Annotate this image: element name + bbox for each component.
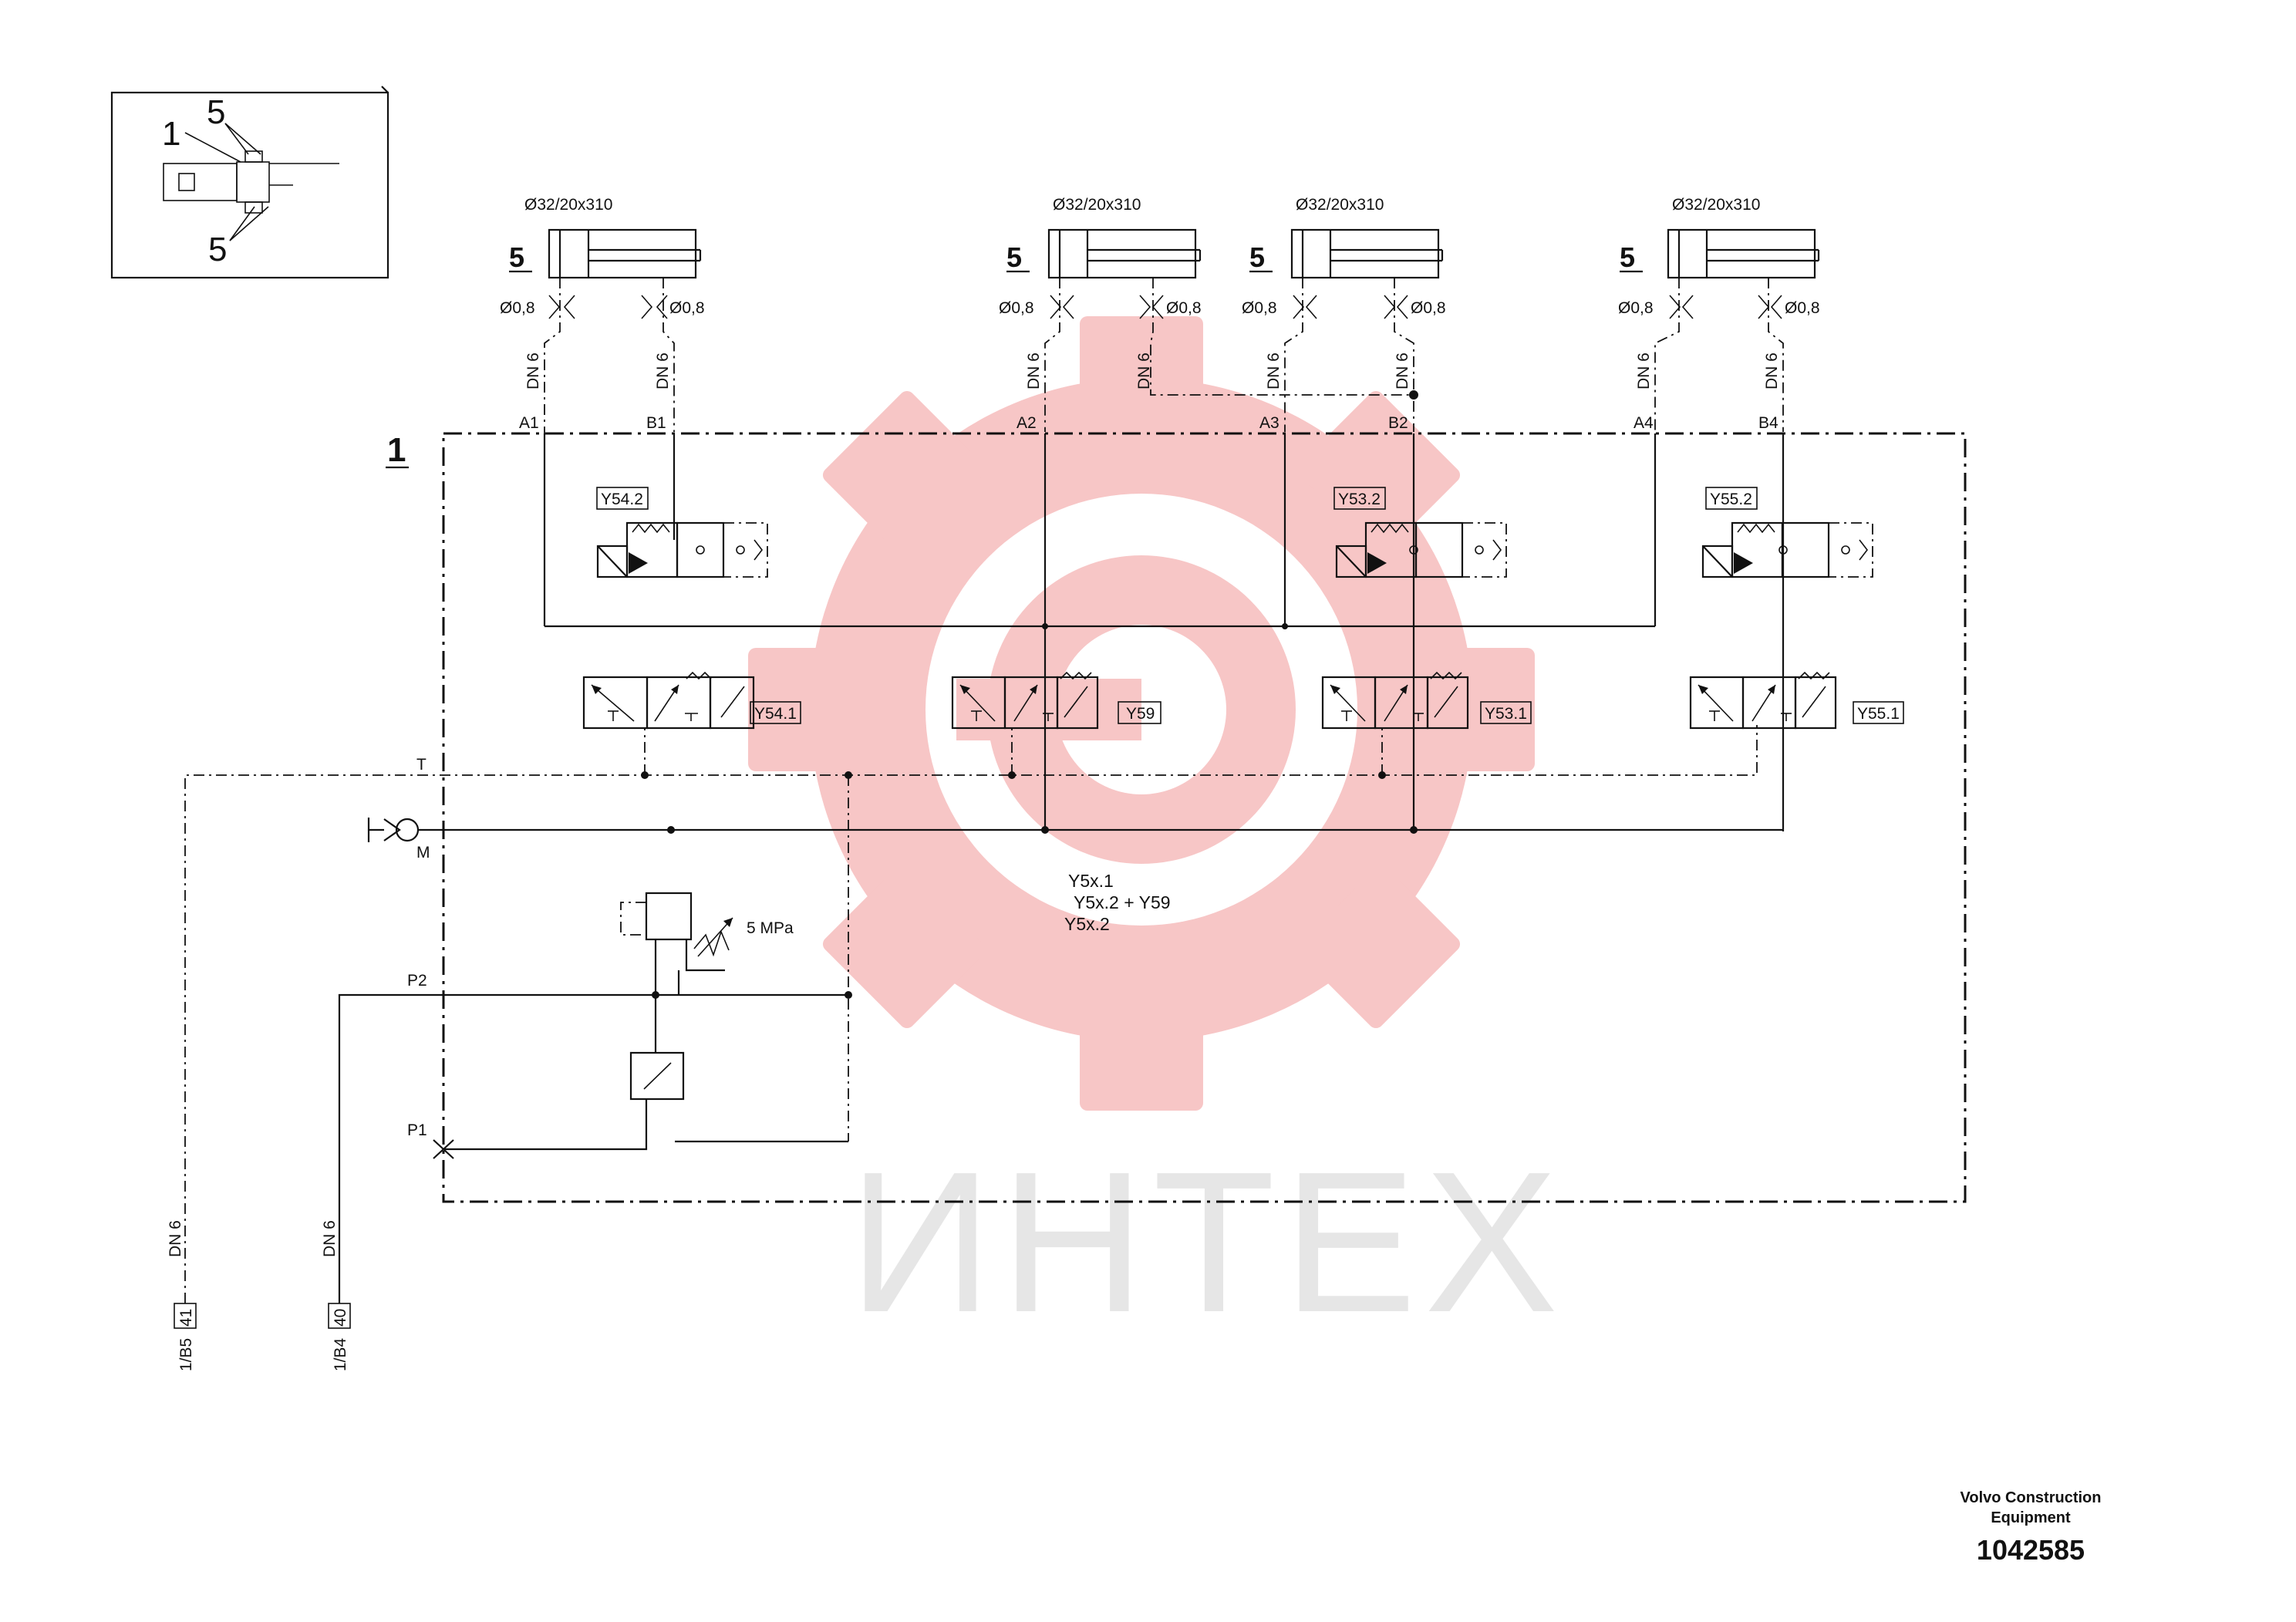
sequence-line-2: Y5x.2 + Y59 xyxy=(1074,892,1171,912)
inset-label-5-bottom: 5 xyxy=(208,231,227,268)
orifice-label: Ø0,8 xyxy=(669,299,705,317)
cylinder-number: 5 xyxy=(1620,241,1635,273)
cylinder-spec: Ø32/20x310 xyxy=(1053,196,1141,214)
cylinder-1: Ø32/20x310 5 xyxy=(509,196,702,279)
valve-block-boundary xyxy=(442,432,1967,1203)
port-label: A3 xyxy=(1259,414,1279,432)
pipe-label: DN 6 xyxy=(1265,352,1283,389)
cylinder-4: Ø32/20x310 5 xyxy=(1620,196,1820,279)
inset-view: 1 5 5 xyxy=(110,86,389,279)
relief-pressure-label: 5 MPa xyxy=(747,919,794,937)
connector-ref: 1/B4 xyxy=(332,1337,349,1371)
valve-label: Y59 xyxy=(1126,705,1155,723)
pipe-label: DN 6 xyxy=(1763,352,1781,389)
port-labels: A1 B1 A2 A3 B2 A4 B4 xyxy=(519,414,1778,432)
pressure-line-p1: P1 xyxy=(407,1099,848,1159)
measure-line-m: M xyxy=(367,818,1783,862)
pipe-labels: DN 6 DN 6 DN 6 DN 6 DN 6 DN 6 DN 6 DN 6 xyxy=(524,352,1781,389)
port-label: A4 xyxy=(1633,414,1654,432)
orifice-label: Ø0,8 xyxy=(1785,299,1820,317)
cylinder-2: Ø32/20x310 5 xyxy=(1006,196,1202,279)
connector-ref: 1/B5 xyxy=(177,1338,195,1371)
check-valve-y53-2: Y53.2 xyxy=(1333,487,1507,578)
sequence-line-3: Y5x.2 xyxy=(1064,914,1110,934)
line-label-m: M xyxy=(416,844,430,862)
orifice-label: Ø0,8 xyxy=(1242,299,1277,317)
valve-label: Y53.1 xyxy=(1485,705,1527,723)
directional-valve-y53-1: Y53.1 xyxy=(1321,671,1532,730)
port-label: A2 xyxy=(1017,414,1037,432)
valve-label: Y53.2 xyxy=(1338,491,1381,508)
orifice-label: Ø0,8 xyxy=(1166,299,1202,317)
valve-label: Y54.2 xyxy=(601,491,643,508)
inset-label-5-top: 5 xyxy=(207,93,225,131)
check-valve-y54-2: Y54.2 xyxy=(596,487,768,578)
doc-number: 1042585 xyxy=(1977,1534,2085,1566)
cylinder-number: 5 xyxy=(1249,241,1265,273)
relief-valve: 5 MPa xyxy=(620,892,794,1101)
cylinder-spec: Ø32/20x310 xyxy=(1296,196,1384,214)
brand-line-2: Equipment xyxy=(1991,1509,2071,1526)
cylinder-spec: Ø32/20x310 xyxy=(524,196,612,214)
orifice-label: Ø0,8 xyxy=(999,299,1034,317)
connector-num: 41 xyxy=(177,1309,195,1327)
valve-label: Y54.1 xyxy=(754,705,797,723)
return-line-t: T xyxy=(184,725,1758,1303)
orifices: Ø0,8 Ø0,8 Ø0,8 Ø0,8 Ø0,8 Ø0,8 Ø0,8 Ø0,8 xyxy=(500,295,1820,319)
pipe-label: DN 6 xyxy=(524,352,542,389)
pipe-label: DN 6 xyxy=(1135,352,1153,389)
cylinder-spec: Ø32/20x310 xyxy=(1672,196,1760,214)
check-valve-y55-2: Y55.2 xyxy=(1701,487,1873,578)
valve-label: Y55.1 xyxy=(1857,705,1900,723)
brand-line-1: Volvo Construction xyxy=(1961,1489,2102,1506)
pipe-label: DN 6 xyxy=(167,1220,184,1257)
connector-num: 40 xyxy=(332,1309,349,1327)
orifice-label: Ø0,8 xyxy=(500,299,535,317)
pipe-label: DN 6 xyxy=(1025,352,1043,389)
pipe-label: DN 6 xyxy=(1394,352,1411,389)
orifice-label: Ø0,8 xyxy=(1411,299,1446,317)
sequence-line-1: Y5x.1 xyxy=(1068,871,1114,891)
footer: Volvo Construction Equipment 1042585 xyxy=(1961,1489,2102,1566)
valve-label: Y55.2 xyxy=(1710,491,1752,508)
cylinder-number: 5 xyxy=(1006,241,1022,273)
sequence-notes: Y5x.1 Y5x.2 + Y59 Y5x.2 xyxy=(1064,871,1171,934)
inset-label-1: 1 xyxy=(162,115,180,153)
port-label: B1 xyxy=(646,414,666,432)
directional-valve-y55-1: Y55.1 xyxy=(1689,671,1904,730)
line-label-p2: P2 xyxy=(407,972,427,990)
pipe-label: DN 6 xyxy=(321,1220,339,1257)
directional-valve-y59: Y59 xyxy=(951,671,1161,730)
pipe-label: DN 6 xyxy=(1635,352,1653,389)
line-label-p1: P1 xyxy=(407,1121,427,1139)
pipe-label: DN 6 xyxy=(654,352,672,389)
watermark-text: ИНТЕХ xyxy=(848,1131,1566,1354)
cylinder-number: 5 xyxy=(509,241,524,273)
port-label: B2 xyxy=(1388,414,1408,432)
line-label-t: T xyxy=(416,756,426,774)
block-number: 1 xyxy=(387,431,406,469)
cylinder-3: Ø32/20x310 5 xyxy=(1249,196,1444,279)
external-connectors: DN 6 DN 6 41 1/B5 40 1/B4 xyxy=(167,1220,351,1371)
cylinder-pipes xyxy=(544,278,1784,625)
port-label: A1 xyxy=(519,414,539,432)
directional-valve-y54-1: Y54.1 xyxy=(582,671,801,730)
orifice-label: Ø0,8 xyxy=(1618,299,1654,317)
internal-lines xyxy=(543,433,1785,831)
port-label: B4 xyxy=(1758,414,1778,432)
watermark-logo xyxy=(748,316,1535,1111)
